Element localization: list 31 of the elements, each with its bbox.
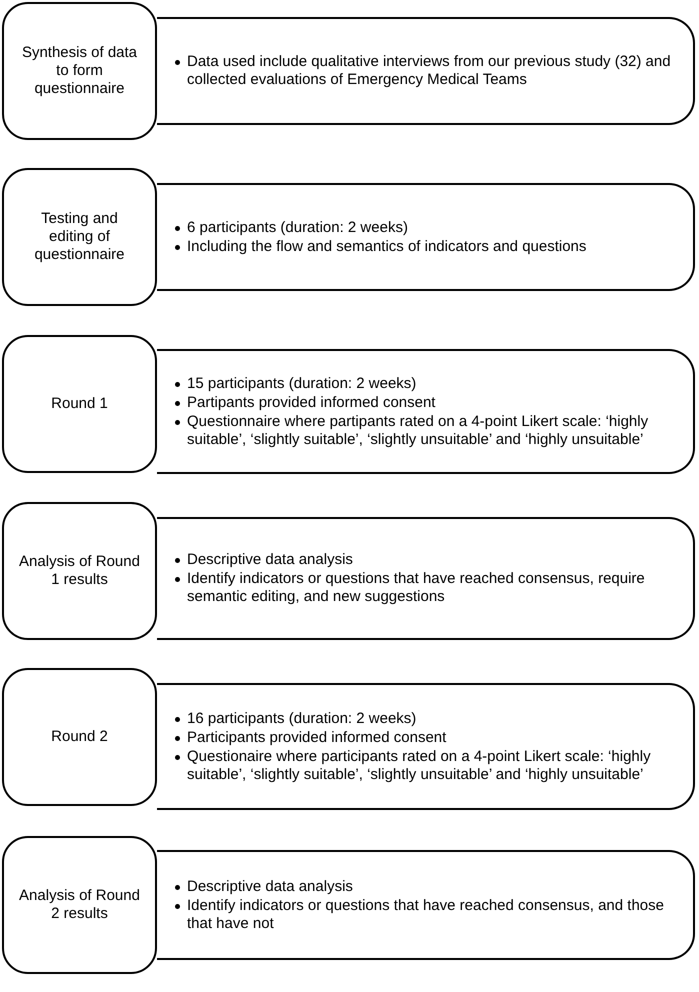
stage-label: Round 2	[51, 728, 108, 746]
detail-box	[157, 850, 695, 960]
bullet-text: Identify indicators or questions that have reached consensus, and those that have not	[187, 896, 664, 932]
stage-box	[2, 668, 157, 806]
bullet-text: 16 participants (duration: 2 weeks)	[187, 710, 416, 726]
bullet-text: Questionnaire where partipants rated on a 4-point Likert scale: ‘highly suitable’, ‘slightly suitable’, ‘slightly unsuitable’ and ‘highly unsuitable’	[187, 412, 648, 448]
bullet-text: Descriptive data analysis	[187, 878, 353, 894]
stage-label: Testing and editing of questionnaire	[33, 210, 126, 264]
bullet-text: Including the flow and semantics of indicators and questions	[187, 238, 586, 254]
stage-label: Analysis of Round 2 results	[18, 887, 141, 923]
stage-label: Round 1	[51, 395, 108, 413]
stage-label: Synthesis of data to form questionnaire	[20, 44, 138, 98]
detail-box	[157, 683, 695, 810]
bullet-text: Descriptive data analysis	[187, 551, 353, 568]
bullet-text: 6 participants (duration: 2 weeks)	[187, 218, 408, 236]
stage-label: Analysis of Round 1 results	[18, 553, 141, 589]
stage-box	[2, 836, 157, 974]
detail-box	[157, 349, 695, 474]
detail-box	[157, 517, 695, 640]
bullet-text: Identify indicators or questions that have reached consensus, require semantic editing, and new suggestions	[187, 570, 645, 605]
bullet-text: 15 participants (duration: 2 weeks)	[187, 374, 416, 392]
bullet-text: Participants provided informed consent	[187, 728, 446, 746]
detail-box	[157, 17, 695, 125]
bullet-text: Data used include qualitative interviews from our previous study (32) and collected evaluations of Emergency Medical Teams	[187, 53, 671, 88]
stage-box	[2, 168, 157, 306]
detail-box	[157, 183, 695, 291]
stage-box	[2, 2, 157, 140]
stage-box	[2, 335, 157, 473]
stage-box	[2, 502, 157, 640]
bullet-text: Questionaire where participants rated on a 4-point Likert scale: ‘highly suitable’, ‘slightly suitable’, ‘slightly unsuitable’ and ‘highly unsuitable’	[187, 748, 651, 782]
bullet-text: Partipants provided informed consent	[187, 394, 436, 410]
